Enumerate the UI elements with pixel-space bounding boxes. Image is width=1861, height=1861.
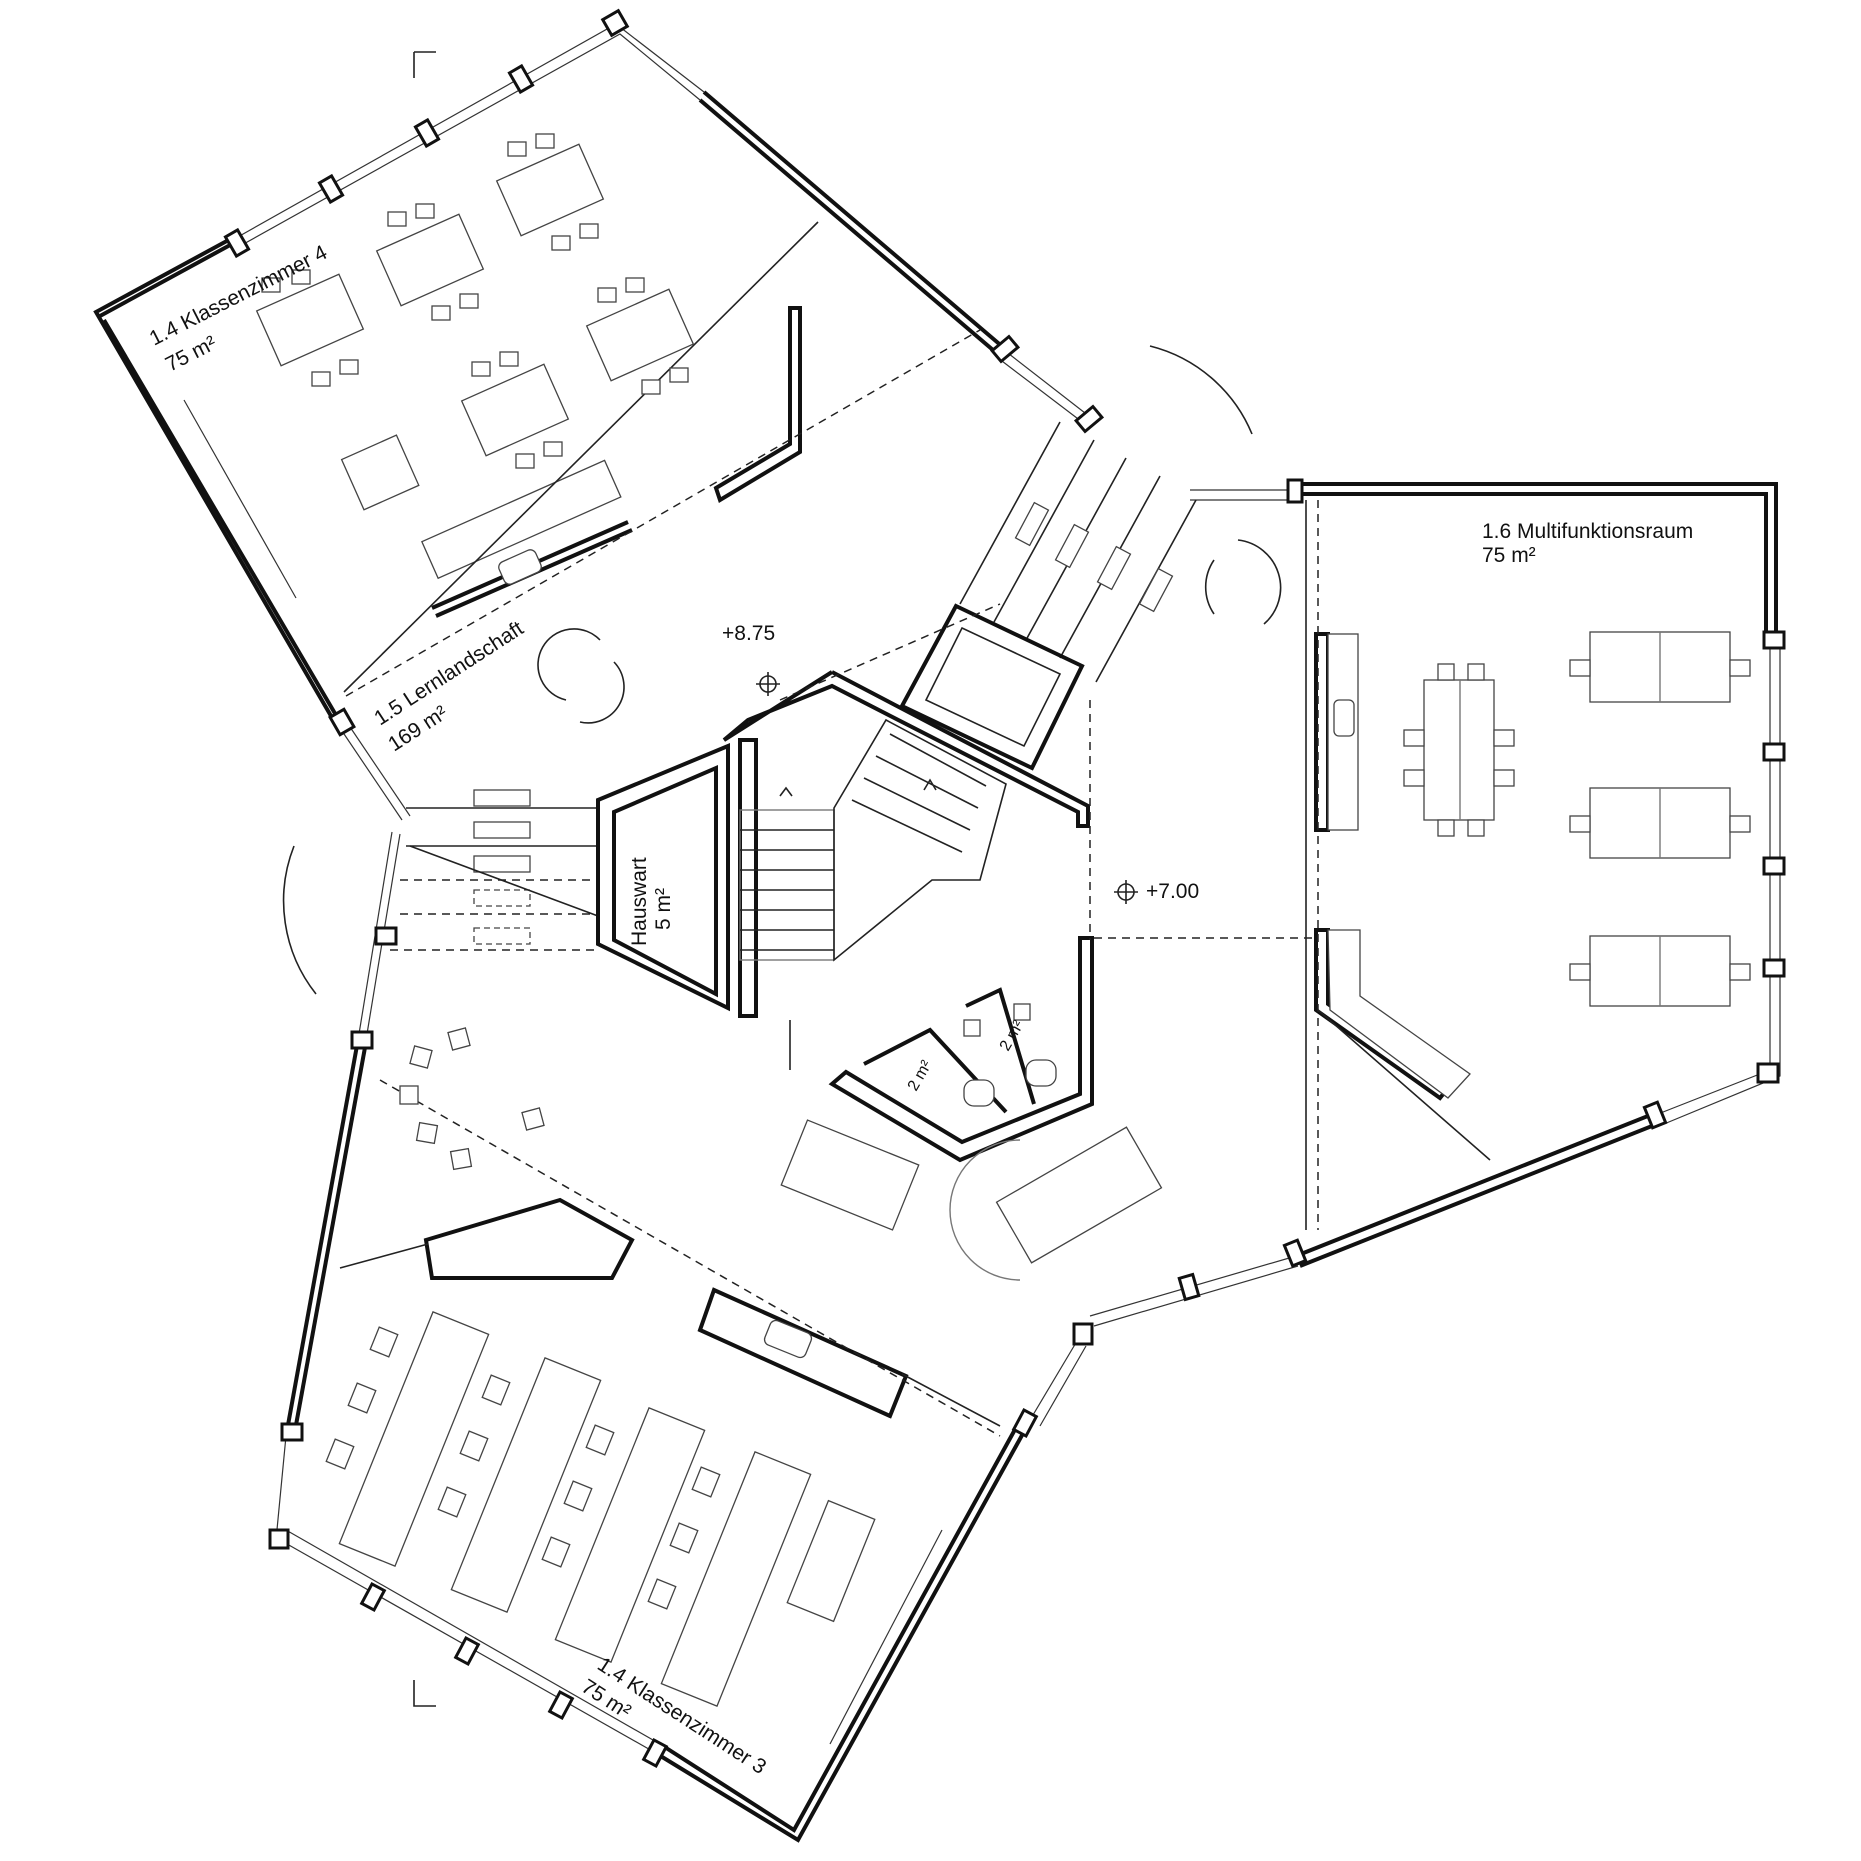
janitor-room <box>596 743 730 1012</box>
label-multifunction-name: 1.6 Multifunktionsraum <box>1482 520 1693 543</box>
wall-west-classroom-3 <box>284 1039 360 1437</box>
wall-west-classroom-4 <box>93 234 340 730</box>
label-learning-name: 1.5 Lernlandschaft <box>370 617 528 730</box>
glazing-north-classroom-4 <box>235 23 705 239</box>
label-janitor-area: 5 m² <box>652 888 675 930</box>
wing-multifunction <box>1089 345 1786 1327</box>
wall-east-classroom-4 <box>702 90 1006 350</box>
wall-south-multifunction <box>1295 1110 1659 1258</box>
wall-east-classroom-3 <box>652 1427 1028 1843</box>
section-marker-top <box>413 51 436 78</box>
wall-north-multifunction <box>1296 482 1778 640</box>
level-marker-upper <box>756 672 780 696</box>
learning-landscape <box>282 421 1318 1281</box>
label-level-floor: +7.00 <box>1146 880 1199 903</box>
wing-classroom-4 <box>93 8 1105 821</box>
label-wc1-area: 2 m² <box>997 1017 1028 1054</box>
elevator-shaft <box>899 603 1085 771</box>
tables-multifunction <box>1403 631 1751 1007</box>
label-multifunction-area: 75 m² <box>1482 544 1536 567</box>
wing-classroom-3 <box>268 831 1094 1843</box>
main-stair <box>739 718 1007 962</box>
level-marker-floor <box>1114 880 1138 904</box>
label-level-upper: +8.75 <box>722 622 775 645</box>
label-janitor-name: Hauswart <box>628 857 651 946</box>
section-marker-bottom <box>413 1680 436 1707</box>
tables-classroom-3 <box>325 1311 876 1707</box>
tables-classroom-4 <box>255 133 695 511</box>
label-wc2-area: 2 m² <box>905 1057 936 1094</box>
